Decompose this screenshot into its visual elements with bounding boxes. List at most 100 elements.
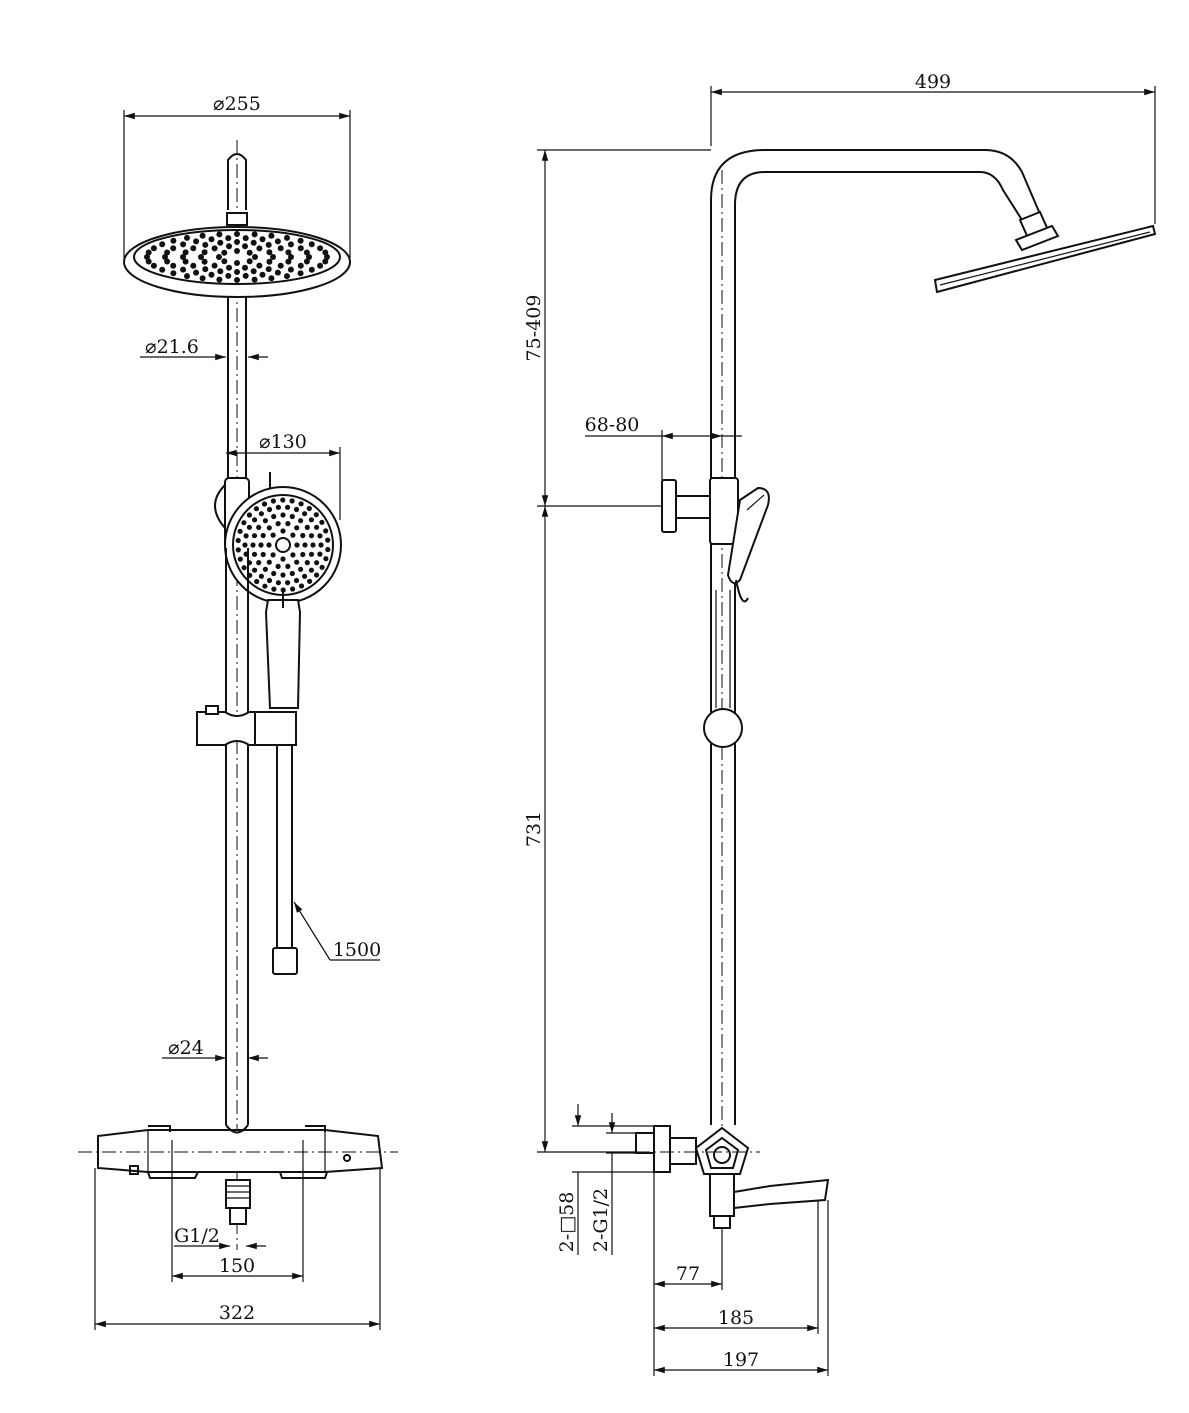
pipe-joint (225, 1124, 249, 1134)
hand-shower-handle (264, 599, 302, 709)
dim-bar-height-label: 731 (523, 811, 545, 847)
nozzle-dot (317, 533, 323, 539)
mixer-left-cap (148, 1125, 171, 1132)
nozzle-dot (144, 254, 150, 260)
dim-spout-reach-label: 185 (718, 1307, 754, 1329)
nozzle-dot (308, 567, 314, 573)
nozzle-dot (302, 573, 308, 579)
side-view: 499 75-409 68-80 731 2-□58 2-G1/2 77 (523, 71, 1157, 1376)
dim-hose-length-label: 1500 (333, 939, 381, 961)
nozzle-dot (300, 551, 306, 558)
nozzle-dot (290, 532, 296, 538)
nozzle-dot (235, 547, 241, 553)
nozzle-dot (318, 542, 324, 548)
hose-end (272, 947, 298, 975)
nozzle-dot (266, 577, 273, 584)
nozzle-dot (307, 578, 313, 584)
nozzle-dot (250, 239, 257, 246)
nozzle-dot (225, 272, 232, 279)
nozzle-dot (288, 254, 294, 260)
nozzle-dot (241, 565, 247, 571)
side-rain-head-face (939, 231, 1151, 286)
nozzle-dot (261, 501, 268, 507)
nozzle-dot (216, 254, 222, 260)
nozzle-dot (260, 532, 266, 539)
nozzle-dot (304, 524, 310, 531)
nozzle-dot (211, 245, 218, 252)
dim-inlet-thread-label: 2-G1/2 (590, 1188, 612, 1252)
nozzle-dot (145, 249, 152, 256)
nozzle-dot (201, 249, 208, 256)
side-spout (733, 1178, 830, 1210)
nozzle-dot (216, 231, 223, 238)
nozzle-dot (285, 249, 292, 256)
holder-knob (214, 484, 226, 529)
nozzle-dot (258, 573, 264, 579)
nozzle-dot (314, 524, 320, 530)
side-spout-nut (713, 1215, 731, 1229)
nozzle-dot (162, 254, 168, 260)
mixer-button (129, 1165, 139, 1175)
nozzle-dot (297, 245, 304, 252)
nozzle-dot (298, 566, 304, 572)
nozzle-dot (242, 235, 249, 242)
rain-shower-face (133, 229, 341, 285)
nozzle-dot (300, 532, 306, 539)
nozzle-dot (234, 260, 240, 266)
nozzle-dot (234, 248, 240, 254)
nozzle-dot (285, 563, 291, 570)
nozzle-dot (294, 542, 300, 548)
nozzle-dot (199, 275, 206, 282)
nozzle-dot (256, 524, 262, 531)
nozzle-dot (242, 264, 248, 271)
nozzle-dot (322, 258, 329, 265)
nozzle-dot (270, 498, 276, 504)
nozzle-dot (242, 272, 249, 279)
nozzle-dot (258, 511, 264, 517)
nozzle-dot (226, 243, 232, 250)
nozzle-dot (234, 239, 240, 245)
nozzle-dot (285, 580, 291, 586)
nozzle-dot (289, 570, 295, 577)
nozzle-dot (259, 236, 266, 243)
nozzle-dot (184, 234, 190, 241)
nozzle-dot (182, 258, 189, 265)
mixer-indicator (343, 1154, 351, 1162)
nozzle-dot (235, 537, 241, 544)
side-holder-wall-plate (661, 479, 677, 533)
nozzle-dot (199, 232, 206, 239)
nozzle-dot (304, 560, 310, 566)
bottom-outlet (225, 1179, 251, 1209)
nozzle-dot (198, 254, 204, 260)
nozzle-dot (266, 506, 273, 513)
nozzle-dot (270, 532, 276, 538)
nozzle-dot (268, 275, 275, 282)
nozzle-dot (325, 537, 331, 543)
nozzle-dot (262, 566, 268, 572)
nozzle-dot (241, 520, 247, 526)
nozzle-dot (190, 262, 197, 269)
nozzle-dot (319, 564, 325, 570)
nozzle-dot (298, 583, 305, 589)
nozzle-dot (180, 241, 187, 248)
nozzle-dot (275, 521, 281, 527)
nozzle-dot (308, 266, 315, 273)
nozzle-dot (319, 519, 325, 525)
slider-clamp-knob (205, 705, 219, 715)
nozzle-dot (294, 559, 300, 565)
nozzle-dot (251, 276, 258, 283)
nozzle-dot (221, 258, 228, 265)
nozzle-dot (274, 238, 281, 245)
nozzle-dot (159, 266, 166, 273)
nozzle-dot (323, 556, 329, 562)
nozzle-dot (266, 525, 272, 531)
dim-total-depth-label: 197 (723, 1349, 759, 1371)
nozzle-dot (323, 528, 329, 534)
dim-lower-pipe-label: ⌀24 (168, 1037, 204, 1059)
nozzle-dot (252, 567, 258, 573)
nozzle-dot (243, 533, 249, 539)
nozzle-dot (271, 513, 277, 520)
rain-head-nozzles (144, 231, 330, 283)
nozzle-dot (289, 513, 295, 520)
nozzle-dot (145, 258, 152, 265)
